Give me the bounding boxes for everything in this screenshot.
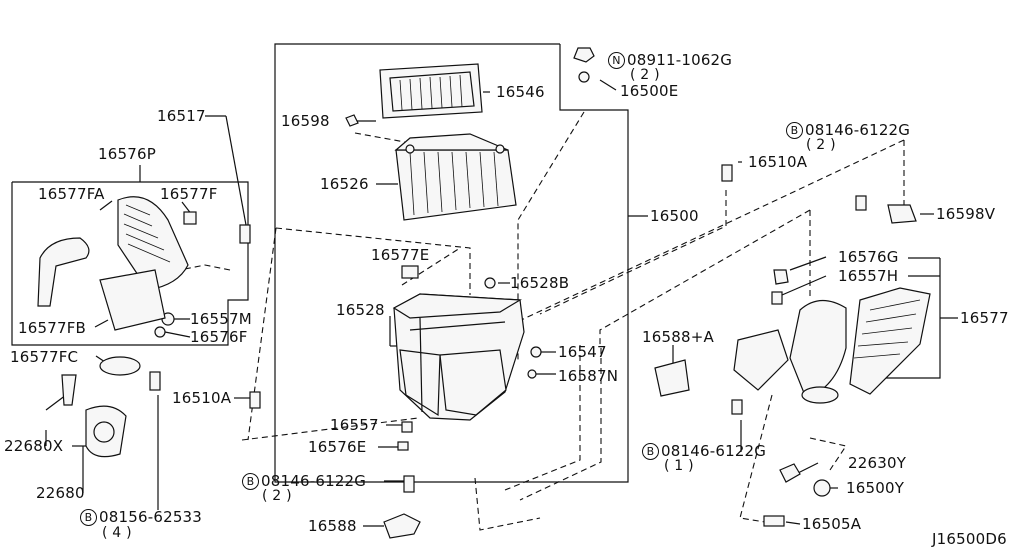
nut-symbol-icon: N [608, 52, 625, 69]
air-duct-group-frame [11, 181, 249, 346]
qty-08146-top: ( 2 ) [806, 137, 836, 153]
part-number-text: 08146-6122G [261, 472, 367, 490]
label-16598V: 16598V [936, 205, 996, 223]
small-parts [149, 47, 917, 539]
label-22680X: 22680X [4, 437, 64, 455]
air-cleaner-assembly-frame [274, 43, 629, 483]
part-number-text: 08156-62533 [99, 508, 203, 526]
qty-08146-bottom: ( 2 ) [262, 488, 292, 504]
label-16547: 16547 [558, 343, 607, 361]
diagram-id: J16500D6 [932, 530, 1007, 548]
label-16517: 16517 [157, 107, 206, 125]
label-16557M: 16557M [190, 310, 252, 328]
qty-08156: ( 4 ) [102, 525, 132, 541]
label-16577FC: 16577FC [10, 348, 79, 366]
label-16526: 16526 [320, 175, 369, 193]
label-16576E: 16576E [308, 438, 367, 456]
label-16576F: 16576F [190, 328, 248, 346]
bolt-symbol-icon: B [642, 443, 659, 460]
label-16577: 16577 [960, 309, 1009, 327]
label-16557: 16557 [330, 416, 379, 434]
label-16500: 16500 [650, 207, 699, 225]
label-16528: 16528 [336, 301, 385, 319]
dashed-guides [179, 111, 905, 531]
label-16576G: 16576G [838, 248, 899, 266]
label-16577F: 16577F [160, 185, 218, 203]
label-16577FB: 16577FB [18, 319, 87, 337]
label-16510A-left: 16510A [172, 389, 232, 407]
part-number-text: 08146-6122G [661, 442, 767, 460]
leader-lines [45, 79, 934, 527]
air-duct-drawing [37, 196, 189, 458]
label-16577E: 16577E [371, 246, 430, 264]
label-16598: 16598 [281, 112, 330, 130]
qty-08146-mid: ( 1 ) [664, 458, 694, 474]
label-16588-A: 16588+A [642, 328, 714, 346]
lower-case-drawing [392, 293, 525, 421]
bolt-symbol-icon: B [80, 509, 97, 526]
bolt-symbol-icon: B [242, 473, 259, 490]
label-22680: 22680 [36, 484, 85, 502]
resonator-drawing [733, 287, 931, 404]
label-22630Y: 22630Y [848, 454, 907, 472]
label-16587N: 16587N [558, 367, 619, 385]
label-16500E: 16500E [620, 82, 679, 100]
label-16557H: 16557H [838, 267, 899, 285]
qty-08911: ( 2 ) [630, 67, 660, 83]
label-16577FA: 16577FA [38, 185, 105, 203]
label-16510A-right: 16510A [748, 153, 808, 171]
bolt-symbol-icon: B [786, 122, 803, 139]
filter-element-drawing [379, 63, 483, 119]
part-number-text: 08146-6122G [805, 121, 911, 139]
upper-cover-drawing [394, 133, 517, 221]
label-16576P: 16576P [98, 145, 156, 163]
label-16505A: 16505A [802, 515, 862, 533]
label-16546: 16546 [496, 83, 545, 101]
label-16500Y: 16500Y [846, 479, 905, 497]
label-16528B: 16528B [510, 274, 570, 292]
part-number-text: 08911-1062G [627, 51, 733, 69]
label-16588: 16588 [308, 517, 357, 535]
